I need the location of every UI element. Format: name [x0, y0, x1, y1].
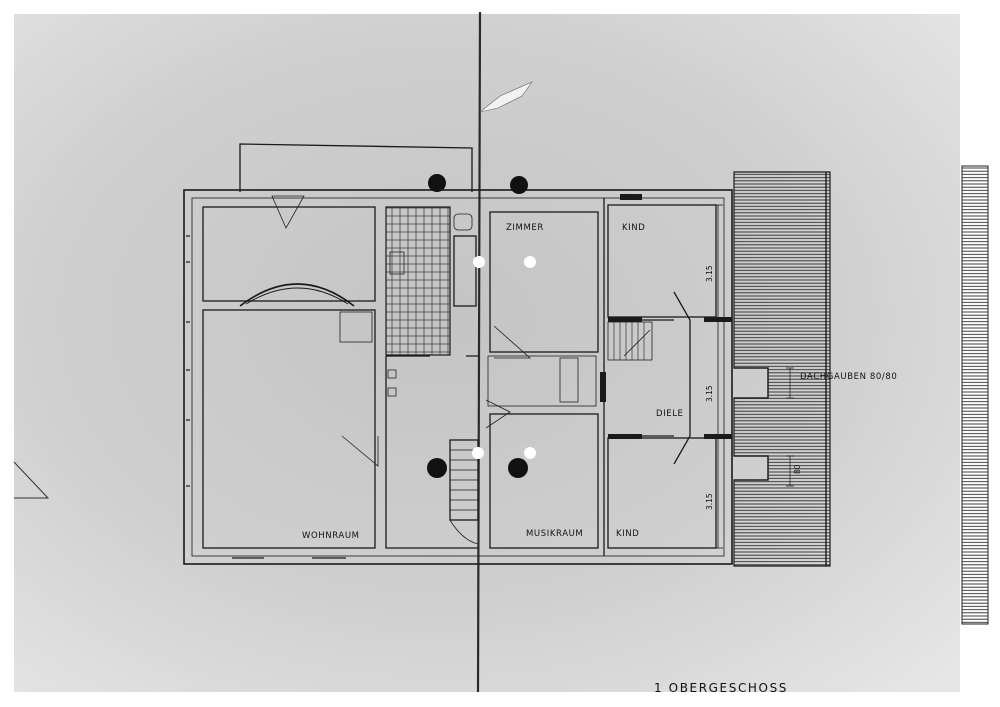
shaft-1	[387, 369, 397, 379]
stairs-lower-steps	[450, 449, 478, 511]
bathtub	[453, 235, 477, 307]
bathroom-tiles	[385, 206, 451, 356]
marker-dot-4	[524, 447, 536, 459]
room-wohnraum	[202, 309, 376, 549]
shaft-2	[387, 387, 397, 397]
outer-wall	[183, 189, 733, 565]
stairs-mid	[559, 357, 579, 403]
dormer-upper	[734, 367, 769, 399]
room-kind-top	[607, 204, 717, 318]
wc	[389, 251, 405, 275]
window-top-right	[620, 194, 642, 200]
door-wohnraum	[341, 435, 379, 467]
windows-left-wall	[186, 235, 190, 487]
room-kind-bottom	[607, 437, 717, 549]
marker-dot-1	[473, 256, 485, 268]
dim-label-top: 3.15	[705, 265, 714, 282]
door-upper-left	[271, 195, 305, 229]
dormer-dimension	[786, 367, 794, 487]
dim-label-gaube: 80	[793, 464, 802, 474]
door-musikraum	[485, 399, 511, 429]
hall-walls	[385, 355, 478, 549]
marker-dot-3	[472, 447, 484, 459]
stair-curve	[449, 519, 479, 545]
arched-opening	[239, 283, 355, 307]
diele-stair-arrow	[623, 329, 651, 357]
dormer-lower	[734, 455, 769, 481]
marker-dot-2	[524, 256, 536, 268]
dim-label-middle: 3.15	[705, 385, 714, 402]
door-zimmer	[493, 325, 532, 359]
wall-stub-1	[608, 317, 642, 322]
label-kind-bottom: KIND	[616, 529, 639, 539]
wall-stub-3	[608, 434, 642, 439]
chimney-top-right	[510, 176, 528, 194]
room-musikraum	[489, 413, 599, 549]
roof-strip-right	[961, 165, 989, 625]
landing	[487, 355, 597, 407]
chimney-bottom-right	[508, 458, 528, 478]
dim-label-bottom: 3.15	[705, 493, 714, 510]
label-diele: DIELE	[656, 409, 684, 419]
arched-opening-inner	[245, 287, 349, 305]
sink	[453, 213, 473, 231]
dimension-line-vertical	[713, 204, 723, 549]
fireplace-box	[339, 311, 373, 343]
chimney-top-left	[428, 174, 446, 192]
room-zimmer	[489, 211, 599, 353]
edge-marker	[13, 461, 50, 499]
balcony	[239, 143, 473, 192]
plan-title: 1 OBERGESCHOSS	[654, 681, 788, 695]
window-left-right-block	[600, 372, 606, 402]
label-dachgauben: DACHGAUBEN 80/80	[800, 372, 897, 382]
label-wohnraum: WOHNRAUM	[302, 531, 360, 541]
chimney-bottom-left	[427, 458, 447, 478]
torn-paper-flap	[479, 81, 533, 113]
label-musikraum: MUSIKRAUM	[526, 529, 583, 539]
fold-line	[476, 11, 482, 693]
inner-wall	[191, 197, 725, 557]
room-upper-left	[202, 206, 376, 302]
label-zimmer: ZIMMER	[506, 223, 544, 233]
label-kind-top: KIND	[622, 223, 645, 233]
